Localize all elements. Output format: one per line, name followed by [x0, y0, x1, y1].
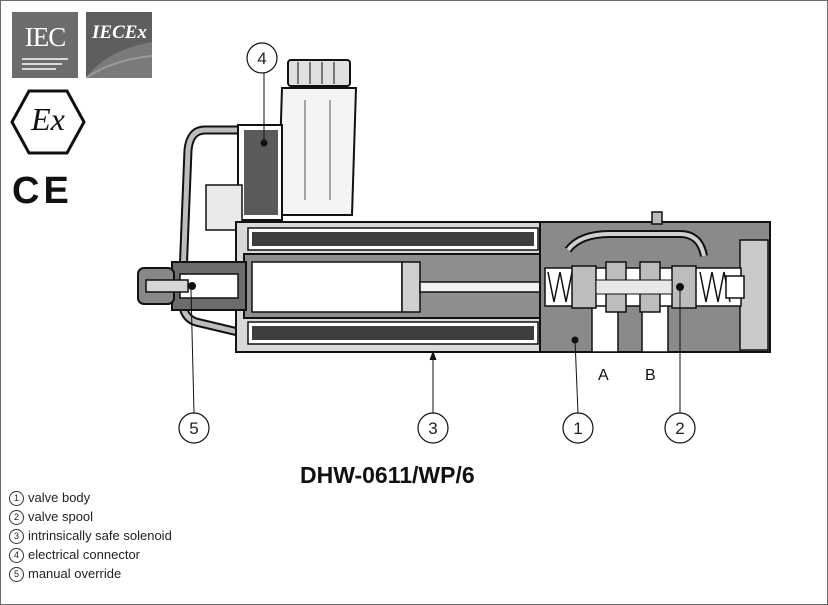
valve-cross-section: 4 5 3 1 2 A B	[137, 42, 771, 444]
iec-logo: IEC	[12, 12, 78, 78]
callout-1: 1	[562, 412, 594, 444]
callout-2: 2	[664, 412, 696, 444]
iec-logo-text: IEC	[24, 22, 67, 52]
valve-spool	[544, 261, 745, 344]
electrical-connector	[205, 59, 358, 231]
callout-leaders	[190, 72, 681, 414]
svg-text:2: 2	[675, 419, 684, 438]
iecex-logo: IECEx	[86, 12, 152, 78]
iecex-logo-text: IECEx	[92, 22, 147, 43]
ex-hexagon-icon: Ex	[10, 88, 86, 156]
ce-mark: CE	[12, 170, 73, 212]
solenoid-armature	[243, 253, 545, 319]
svg-text:5: 5	[189, 419, 198, 438]
callout-3: 3	[417, 412, 449, 444]
ex-mark-text: Ex	[31, 101, 65, 137]
svg-text:1: 1	[573, 419, 582, 438]
callout-4: 4	[246, 42, 278, 74]
port-a-label: A	[598, 367, 609, 384]
svg-text:3: 3	[428, 419, 437, 438]
svg-text:4: 4	[257, 49, 266, 68]
port-b-label: B	[645, 367, 656, 384]
manual-override	[137, 261, 247, 311]
callout-5: 5	[178, 412, 210, 444]
diagram-title: DHW-0611/WP/6	[300, 462, 475, 488]
